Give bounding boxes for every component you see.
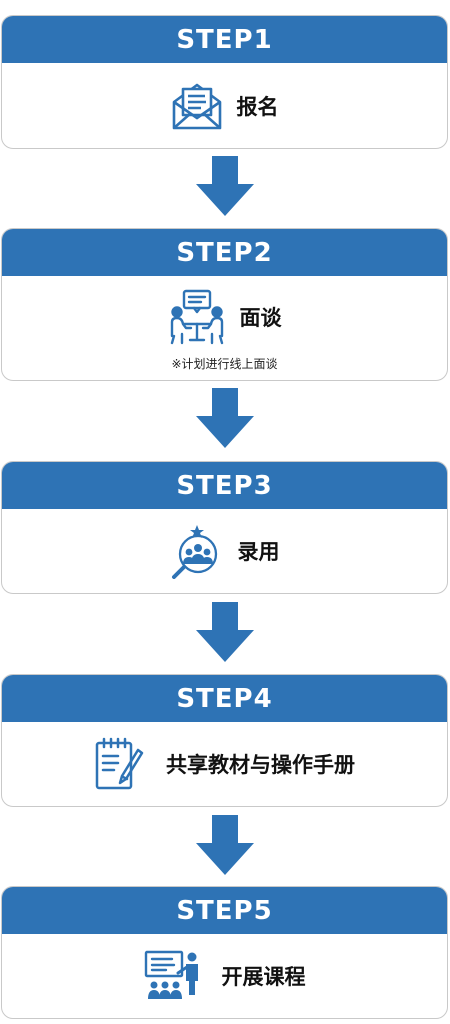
step-title: STEP3 xyxy=(2,462,447,509)
interview-icon xyxy=(168,288,226,346)
step-card-5: STEP5 开展课程 xyxy=(1,886,448,1019)
step-card-3: STEP3 录用 xyxy=(1,461,448,594)
presentation-icon xyxy=(144,949,204,1003)
step-title: STEP1 xyxy=(2,16,447,63)
team-search-icon xyxy=(170,523,224,579)
step-label: 面谈 xyxy=(239,306,282,330)
step-title: STEP5 xyxy=(2,887,447,934)
step-label: 共享教材与操作手册 xyxy=(166,753,355,777)
down-arrow-icon xyxy=(196,815,254,875)
step-card-4: STEP4 共享教材与操作手册 xyxy=(1,674,448,807)
step-card-1: STEP1 报名 xyxy=(1,15,448,149)
step-label: 录用 xyxy=(237,540,280,564)
step-label: 开展课程 xyxy=(221,965,306,989)
step-label: 报名 xyxy=(236,94,279,119)
step-title: STEP2 xyxy=(2,229,447,276)
step-card-2: STEP2 面谈 ※计划进行线上面谈 xyxy=(1,228,448,381)
step-note: ※计划进行线上面谈 xyxy=(171,357,278,371)
step-title: STEP4 xyxy=(2,675,447,722)
down-arrow-icon xyxy=(196,388,254,448)
checklist-icon xyxy=(94,736,144,792)
down-arrow-icon xyxy=(196,156,254,216)
down-arrow-icon xyxy=(196,602,254,662)
envelope-icon xyxy=(171,80,223,132)
